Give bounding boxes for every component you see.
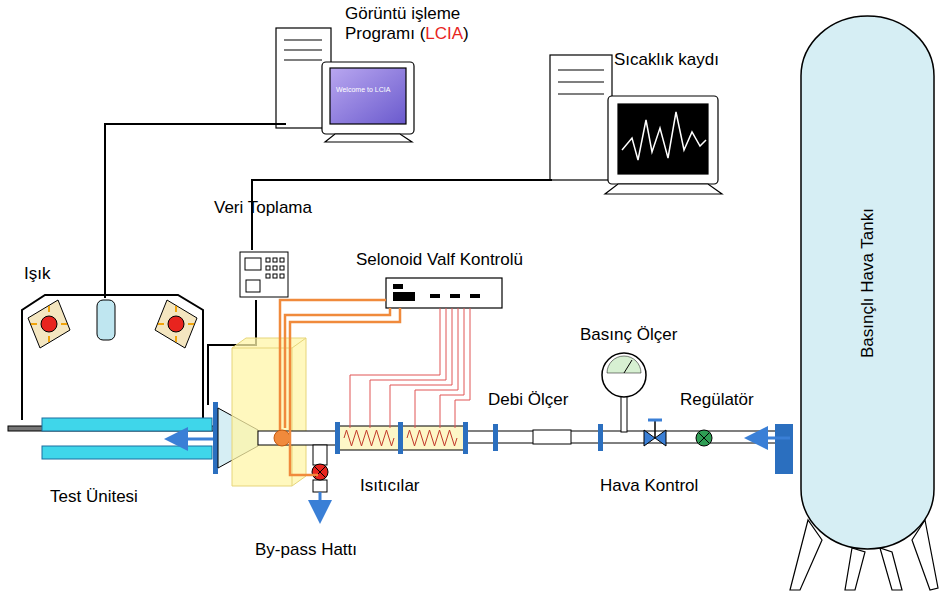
air-tank: Basınçlı Hava Tankı [800,15,935,550]
tank-label: Basınçlı Hava Tankı [858,208,878,358]
screen-text: Welcome to LCIA [336,86,390,94]
flowmeter-label: Debi Ölçer [488,390,568,410]
software-label: Görüntü işleme Programı (LCIA) [345,4,505,45]
bypass-label: By-pass Hattı [255,540,357,560]
regulator-label: Regülatör [680,390,754,410]
gauge-label: Basınç Ölçer [580,325,677,345]
light-label: Işık [24,264,50,284]
heater-label: Isıtıcılar [360,476,420,496]
test-unit-label: Test Ünitesi [50,487,138,507]
controller-label: Selonoid Valf Kontrolü [356,250,523,270]
valve-label: Hava Kontrol [600,476,698,496]
recorder-label: Sıcaklık kaydı [614,50,719,70]
logger-label: Veri Toplama [214,198,312,218]
